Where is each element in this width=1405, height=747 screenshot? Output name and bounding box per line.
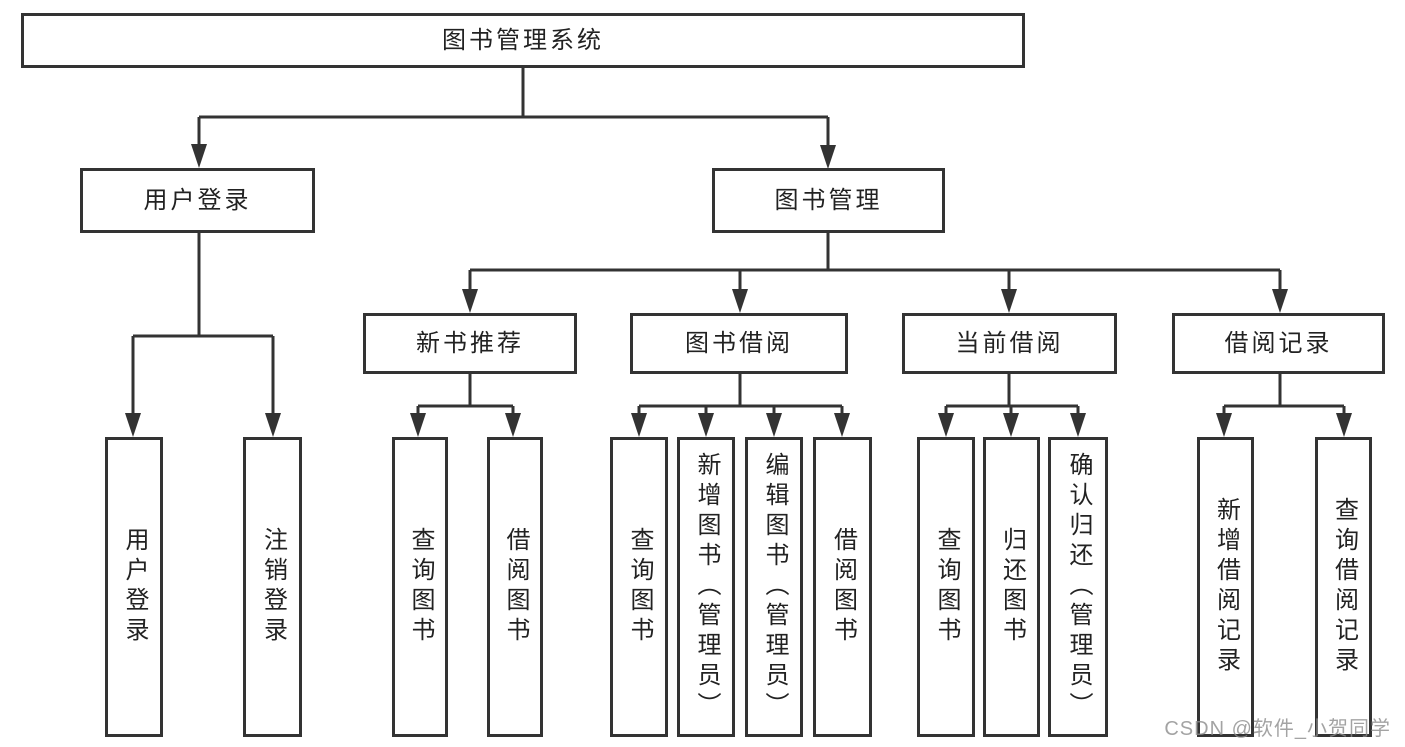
leaf-add-borrow-record-label: 新增借阅记录	[1212, 497, 1240, 677]
connector-login-to-leaves	[131, 233, 275, 416]
connector-borrow-to-leaves	[637, 374, 844, 418]
leaf-user-login: 用户登录	[105, 437, 163, 737]
connector-mgmt-to-level3	[468, 233, 1282, 293]
node-user-login: 用户登录	[80, 168, 315, 233]
leaf-return-book-label: 归还图书	[998, 527, 1026, 647]
leaf-confirm-return-admin-label: 确认归还（管理员）	[1065, 452, 1092, 722]
node-borrowing-records: 借阅记录	[1172, 313, 1385, 374]
leaf-borrow-books-recommend: 借阅图书	[487, 437, 543, 737]
node-root-label: 图书管理系统	[442, 26, 604, 54]
leaf-user-login-label: 用户登录	[121, 527, 148, 647]
leaf-logout: 注销登录	[243, 437, 302, 737]
leaf-query-borrow-record-label: 查询借阅记录	[1330, 497, 1358, 677]
leaf-return-book: 归还图书	[983, 437, 1040, 737]
node-book-borrowing: 图书借阅	[630, 313, 848, 374]
arrowhead-icons	[125, 144, 1352, 437]
connector-recommend-to-leaves	[416, 374, 515, 418]
leaf-borrow-books-borrowing: 借阅图书	[813, 437, 872, 737]
node-current-borrowing-label: 当前借阅	[955, 329, 1064, 357]
node-book-management: 图书管理	[712, 168, 945, 233]
leaf-borrow-books-borrowing-label: 借阅图书	[829, 527, 857, 647]
leaf-query-books-recommend: 查询图书	[392, 437, 448, 737]
node-current-borrowing: 当前借阅	[902, 313, 1117, 374]
connector-current-to-leaves	[944, 374, 1080, 418]
node-root-system: 图书管理系统	[21, 13, 1025, 68]
node-borrowing-records-label: 借阅记录	[1224, 329, 1333, 357]
csdn-watermark: CSDN @软件_小贺同学	[1164, 718, 1391, 740]
leaf-query-books-recommend-label: 查询图书	[407, 527, 434, 647]
leaf-add-book-admin-label: 新增图书（管理员）	[693, 452, 720, 722]
node-new-book-recommend: 新书推荐	[363, 313, 577, 374]
leaf-logout-label: 注销登录	[259, 527, 287, 647]
leaf-query-books-borrowing-label: 查询图书	[626, 527, 653, 647]
leaf-edit-book-admin-label: 编辑图书（管理员）	[761, 452, 788, 722]
node-book-borrowing-label: 图书借阅	[685, 329, 793, 357]
leaf-query-books-borrowing: 查询图书	[610, 437, 668, 737]
node-book-management-label: 图书管理	[774, 186, 883, 214]
node-user-login-label: 用户登录	[143, 186, 252, 214]
node-new-book-recommend-label: 新书推荐	[416, 329, 524, 357]
leaf-borrow-books-recommend-label: 借阅图书	[502, 527, 529, 647]
connector-root-to-level2	[197, 68, 830, 148]
leaf-confirm-return-admin: 确认归还（管理员）	[1048, 437, 1108, 737]
leaf-query-books-current: 查询图书	[917, 437, 975, 737]
leaf-add-book-admin: 新增图书（管理员）	[677, 437, 735, 737]
leaf-edit-book-admin: 编辑图书（管理员）	[745, 437, 803, 737]
connector-records-to-leaves	[1222, 374, 1346, 418]
leaf-query-books-current-label: 查询图书	[933, 527, 960, 647]
leaf-add-borrow-record: 新增借阅记录	[1197, 437, 1254, 737]
leaf-query-borrow-record: 查询借阅记录	[1315, 437, 1372, 737]
